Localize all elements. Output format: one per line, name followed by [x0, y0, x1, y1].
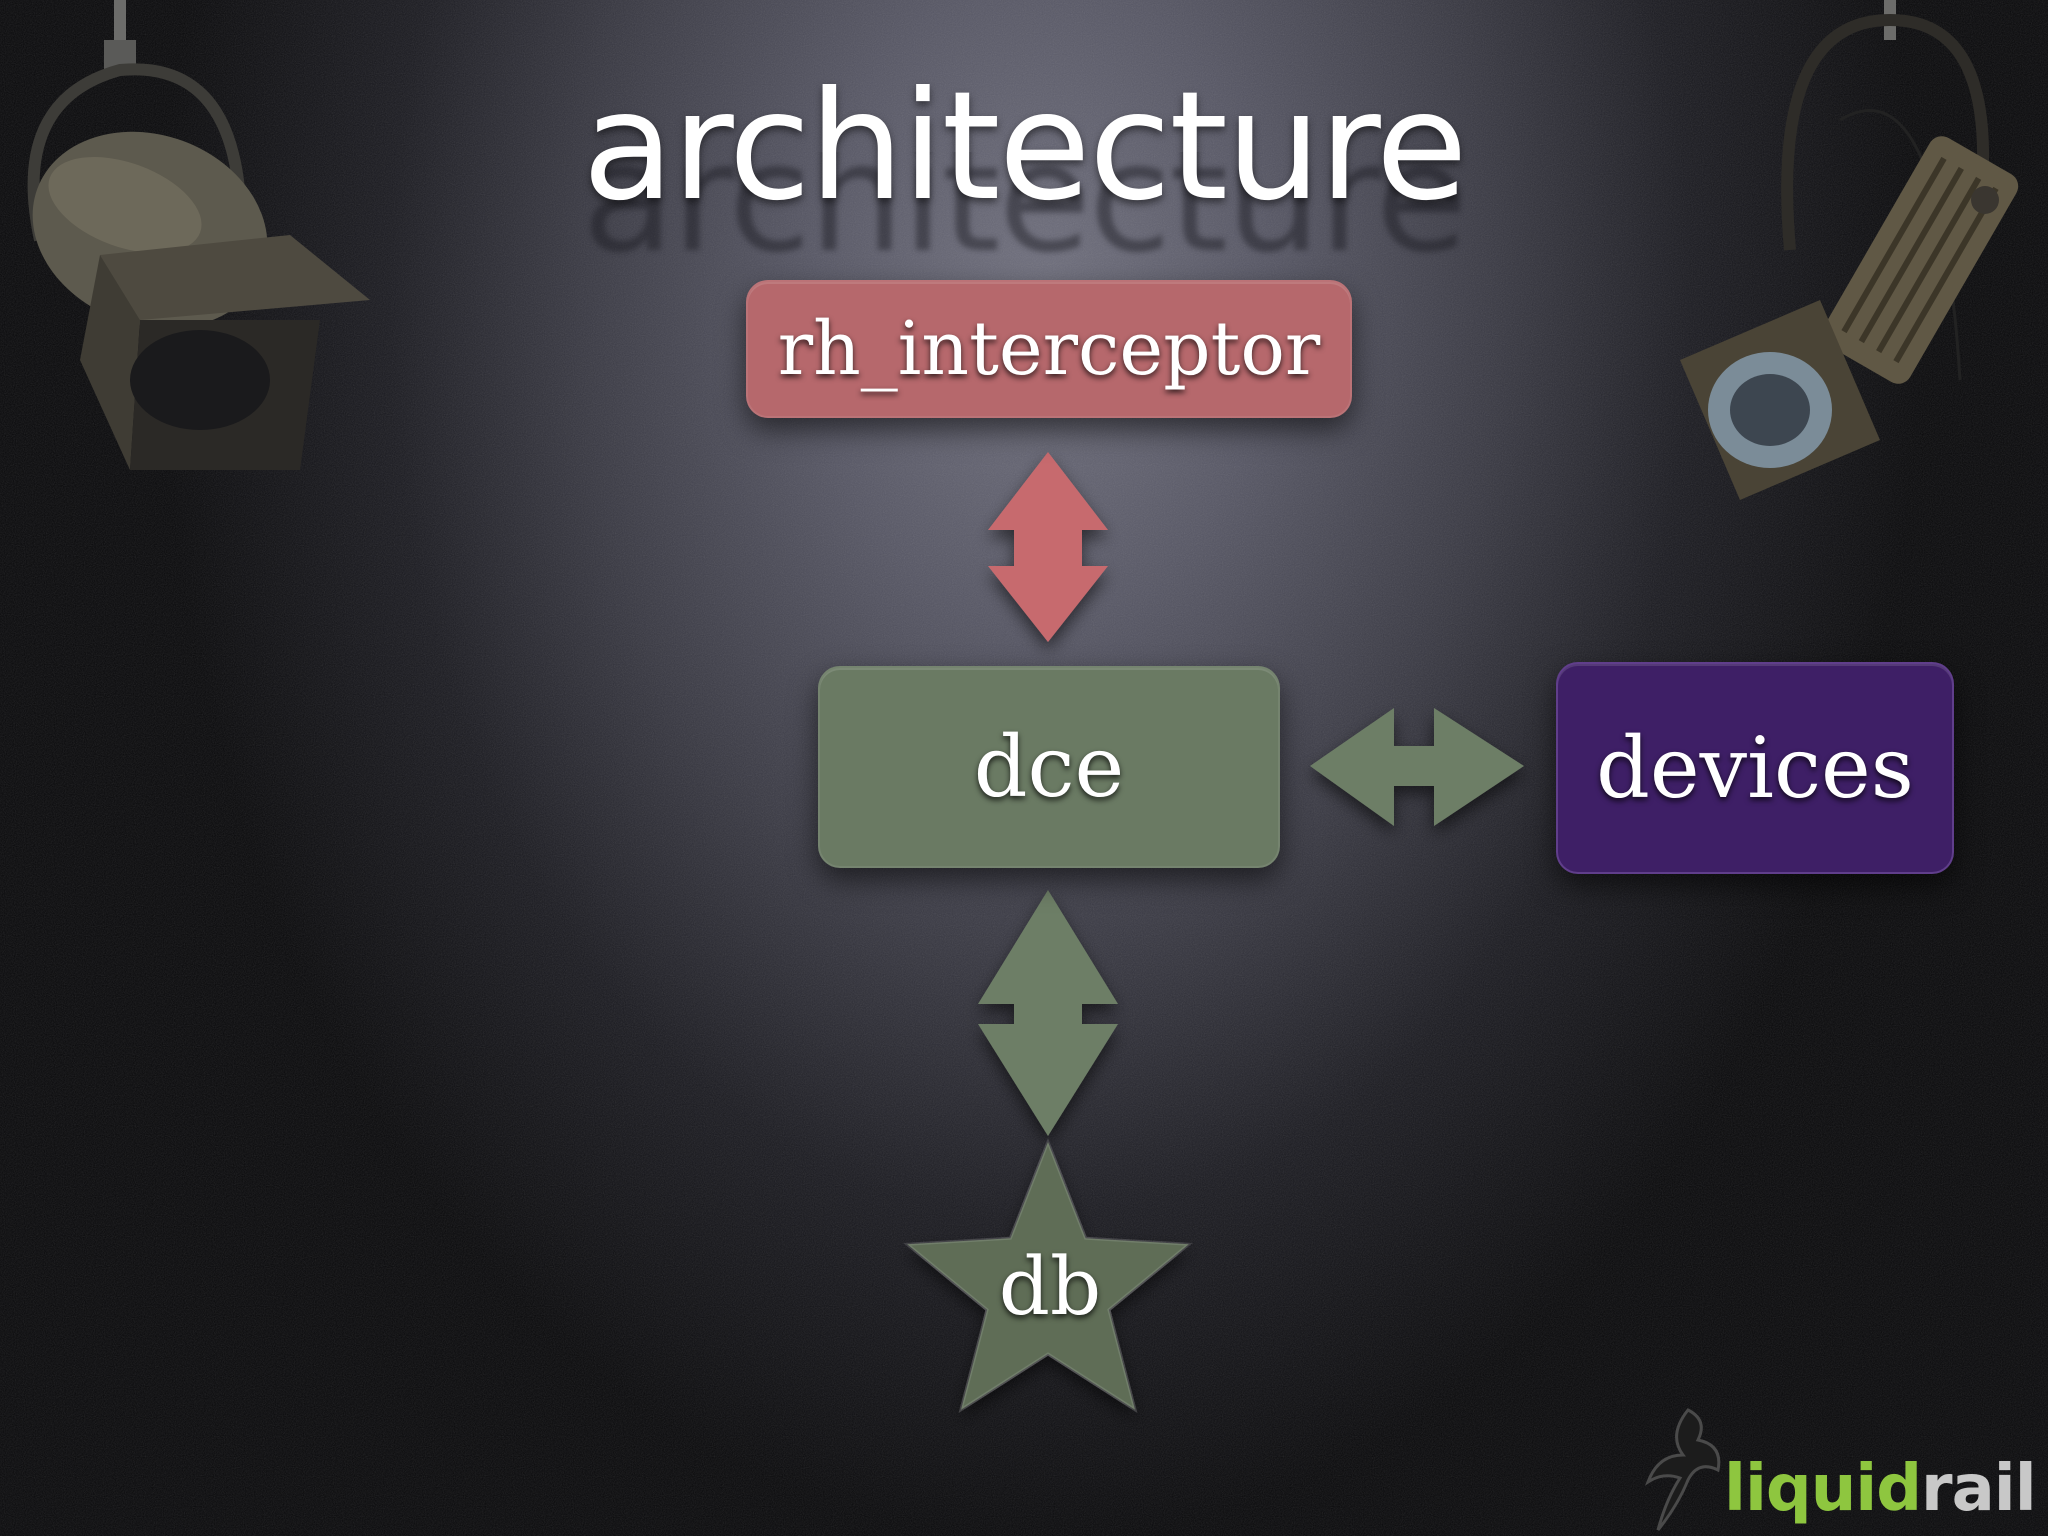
- node-rh-interceptor[interactable]: rh_interceptor: [746, 280, 1352, 418]
- logo-rail: rail: [1921, 1452, 2037, 1526]
- liquidrail-logo: liquidrail: [1628, 1400, 2048, 1536]
- node-label: rh_interceptor: [777, 306, 1321, 392]
- arrow-dce-db: [978, 890, 1118, 1136]
- page-title: architecture: [582, 60, 1468, 234]
- spotlight-right-icon: [1680, 0, 2019, 500]
- logo-liquid: liquid: [1724, 1452, 1922, 1526]
- node-db-label: db: [998, 1240, 1102, 1333]
- page-title-reflection: architecture: [582, 112, 1468, 286]
- node-devices[interactable]: devices: [1556, 662, 1954, 874]
- arrow-rh-interceptor-dce: [988, 452, 1108, 642]
- node-db-star[interactable]: [903, 1137, 1193, 1414]
- node-label: devices: [1596, 719, 1914, 817]
- liquid-splash-icon: [1644, 1408, 1721, 1531]
- spotlight-left-icon: [27, 0, 370, 470]
- node-label: dce: [973, 718, 1125, 816]
- arrow-dce-devices: [1310, 708, 1524, 826]
- logo-text: liquidrail: [1724, 1452, 2037, 1526]
- node-dce[interactable]: dce: [818, 666, 1280, 868]
